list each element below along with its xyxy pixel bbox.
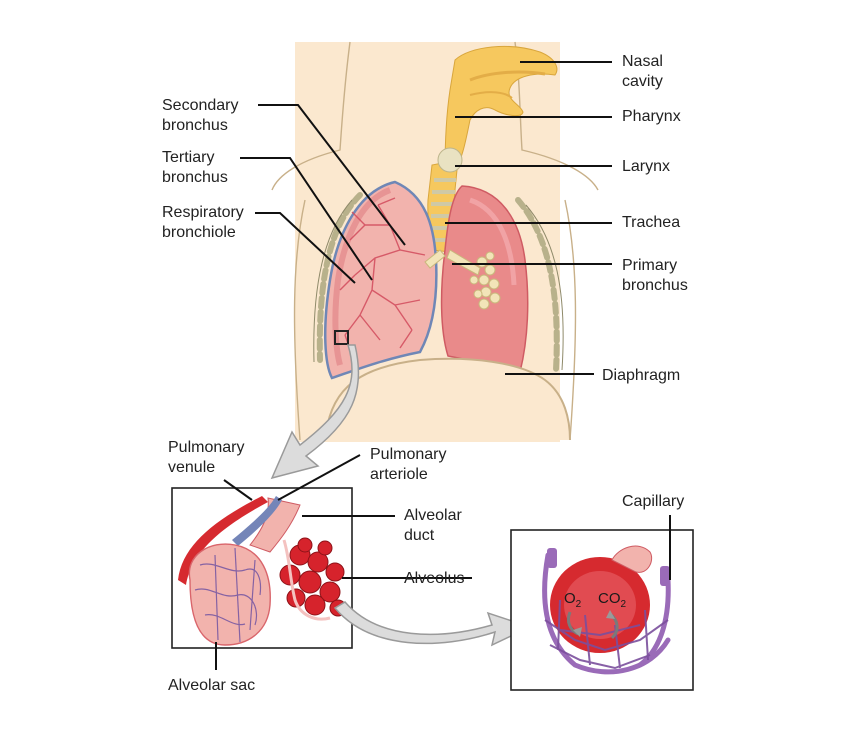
upper-airway — [444, 45, 558, 171]
label-capillary: Capillary — [622, 493, 685, 510]
alveolar-cluster-illustration — [178, 496, 347, 646]
detail-box-capillary — [510, 529, 694, 691]
zoom-region-box — [334, 330, 349, 345]
zoom-arrow-2 — [333, 601, 533, 647]
label-secondary-bronchus: Secondary bronchus — [162, 97, 239, 134]
label-trachea: Trachea — [622, 214, 681, 231]
primary-bronchus — [424, 249, 501, 310]
diaphragm — [324, 357, 571, 441]
label-alveolus: Alveolus — [404, 570, 465, 587]
label-oxygen: O2 — [564, 590, 582, 610]
label-larynx: Larynx — [622, 158, 671, 175]
leader-lines — [215, 61, 671, 670]
label-alveolar-sac: Alveolar sac — [168, 677, 256, 694]
label-pulmonary-arteriole: Pulmonary arteriole — [370, 446, 447, 483]
zoom-arrow-1 — [270, 344, 360, 480]
label-respiratory-bronchiole: Respiratory bronchiole — [162, 204, 244, 241]
label-diaphragm: Diaphragm — [602, 367, 681, 384]
alveolus-capillary-illustration — [542, 545, 671, 675]
label-primary-bronchus: Primary bronchus — [622, 257, 688, 294]
label-alveolar-duct: Alveolar duct — [404, 507, 462, 544]
label-tertiary-bronchus: Tertiary bronchus — [162, 149, 228, 186]
label-nasal-cavity: Nasal cavity — [622, 53, 663, 90]
label-pharynx: Pharynx — [622, 108, 681, 125]
label-pulmonary-venule: Pulmonary venule — [168, 439, 245, 476]
label-carbon-dioxide: CO2 — [598, 590, 627, 610]
